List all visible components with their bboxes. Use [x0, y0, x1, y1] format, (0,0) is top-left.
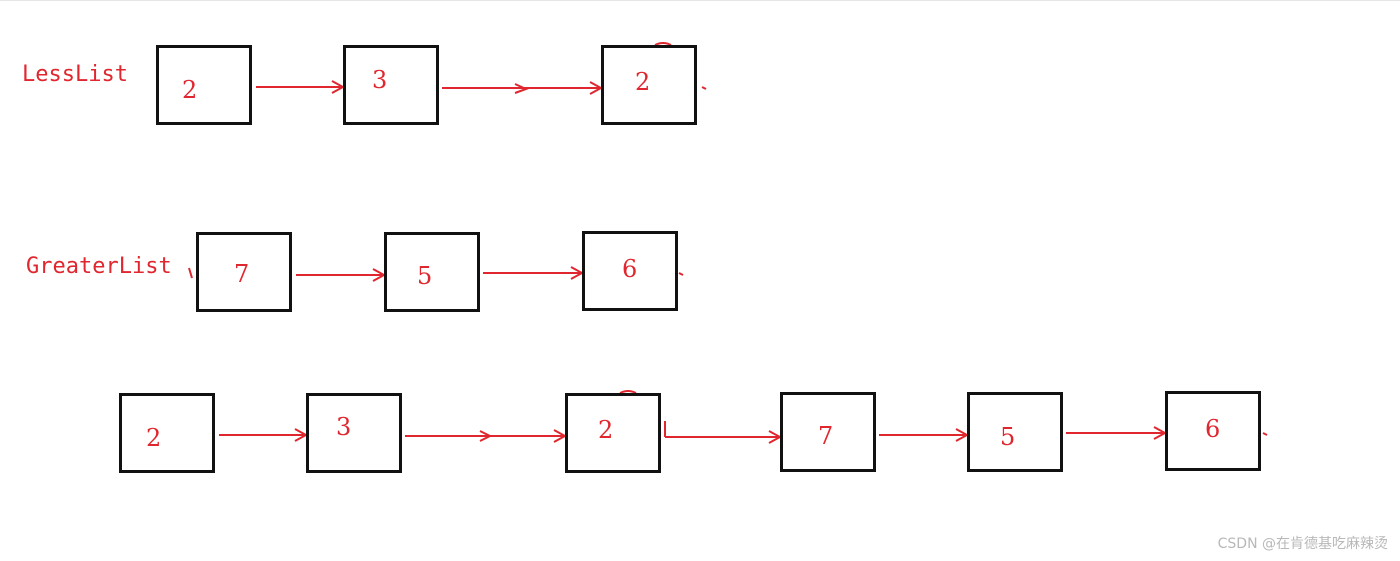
- squiggle-mark-1: [654, 42, 672, 46]
- less-node-1: [156, 45, 252, 125]
- greater-node-2: [384, 232, 480, 312]
- dot-mark-3: [1262, 432, 1268, 436]
- less-node-2-value: 3: [372, 66, 388, 94]
- less-node-3-value: 2: [635, 68, 651, 96]
- greater-node-3: [582, 231, 678, 311]
- greater-node-1-value: 7: [234, 260, 250, 288]
- less-node-2: [343, 45, 439, 125]
- csdn-watermark: CSDN @在肯德基吃麻辣烫: [1217, 536, 1388, 552]
- less-list-label: LessList: [22, 62, 128, 87]
- tick-mark-1: [514, 83, 529, 94]
- less-node-3: [601, 45, 697, 125]
- merged-node-2: [306, 393, 402, 473]
- dot-mark-2: [678, 272, 684, 276]
- top-divider: [0, 0, 1400, 1]
- greater-node-3-value: 6: [622, 255, 638, 283]
- merged-node-6-value: 6: [1205, 415, 1221, 443]
- stub-mark-2: [188, 267, 193, 279]
- greater-node-1: [196, 232, 292, 312]
- merged-node-2-value: 3: [336, 413, 352, 441]
- greater-node-2-value: 5: [417, 262, 433, 290]
- merged-node-3-value: 2: [598, 416, 614, 444]
- merged-node-1-value: 2: [146, 424, 162, 452]
- greater-list-label: GreaterList: [26, 254, 172, 279]
- merged-node-4: [780, 392, 876, 472]
- squiggle-mark-2: [619, 390, 637, 394]
- merged-node-3: [565, 393, 661, 473]
- less-node-1-value: 2: [182, 76, 198, 104]
- merged-node-5: [967, 392, 1063, 472]
- dot-mark-1: [701, 86, 707, 90]
- merged-node-4-value: 7: [818, 422, 834, 450]
- merged-node-6: [1165, 391, 1261, 471]
- merged-node-5-value: 5: [1000, 423, 1016, 451]
- merged-node-1: [119, 393, 215, 473]
- tick-mark-2: [479, 430, 493, 442]
